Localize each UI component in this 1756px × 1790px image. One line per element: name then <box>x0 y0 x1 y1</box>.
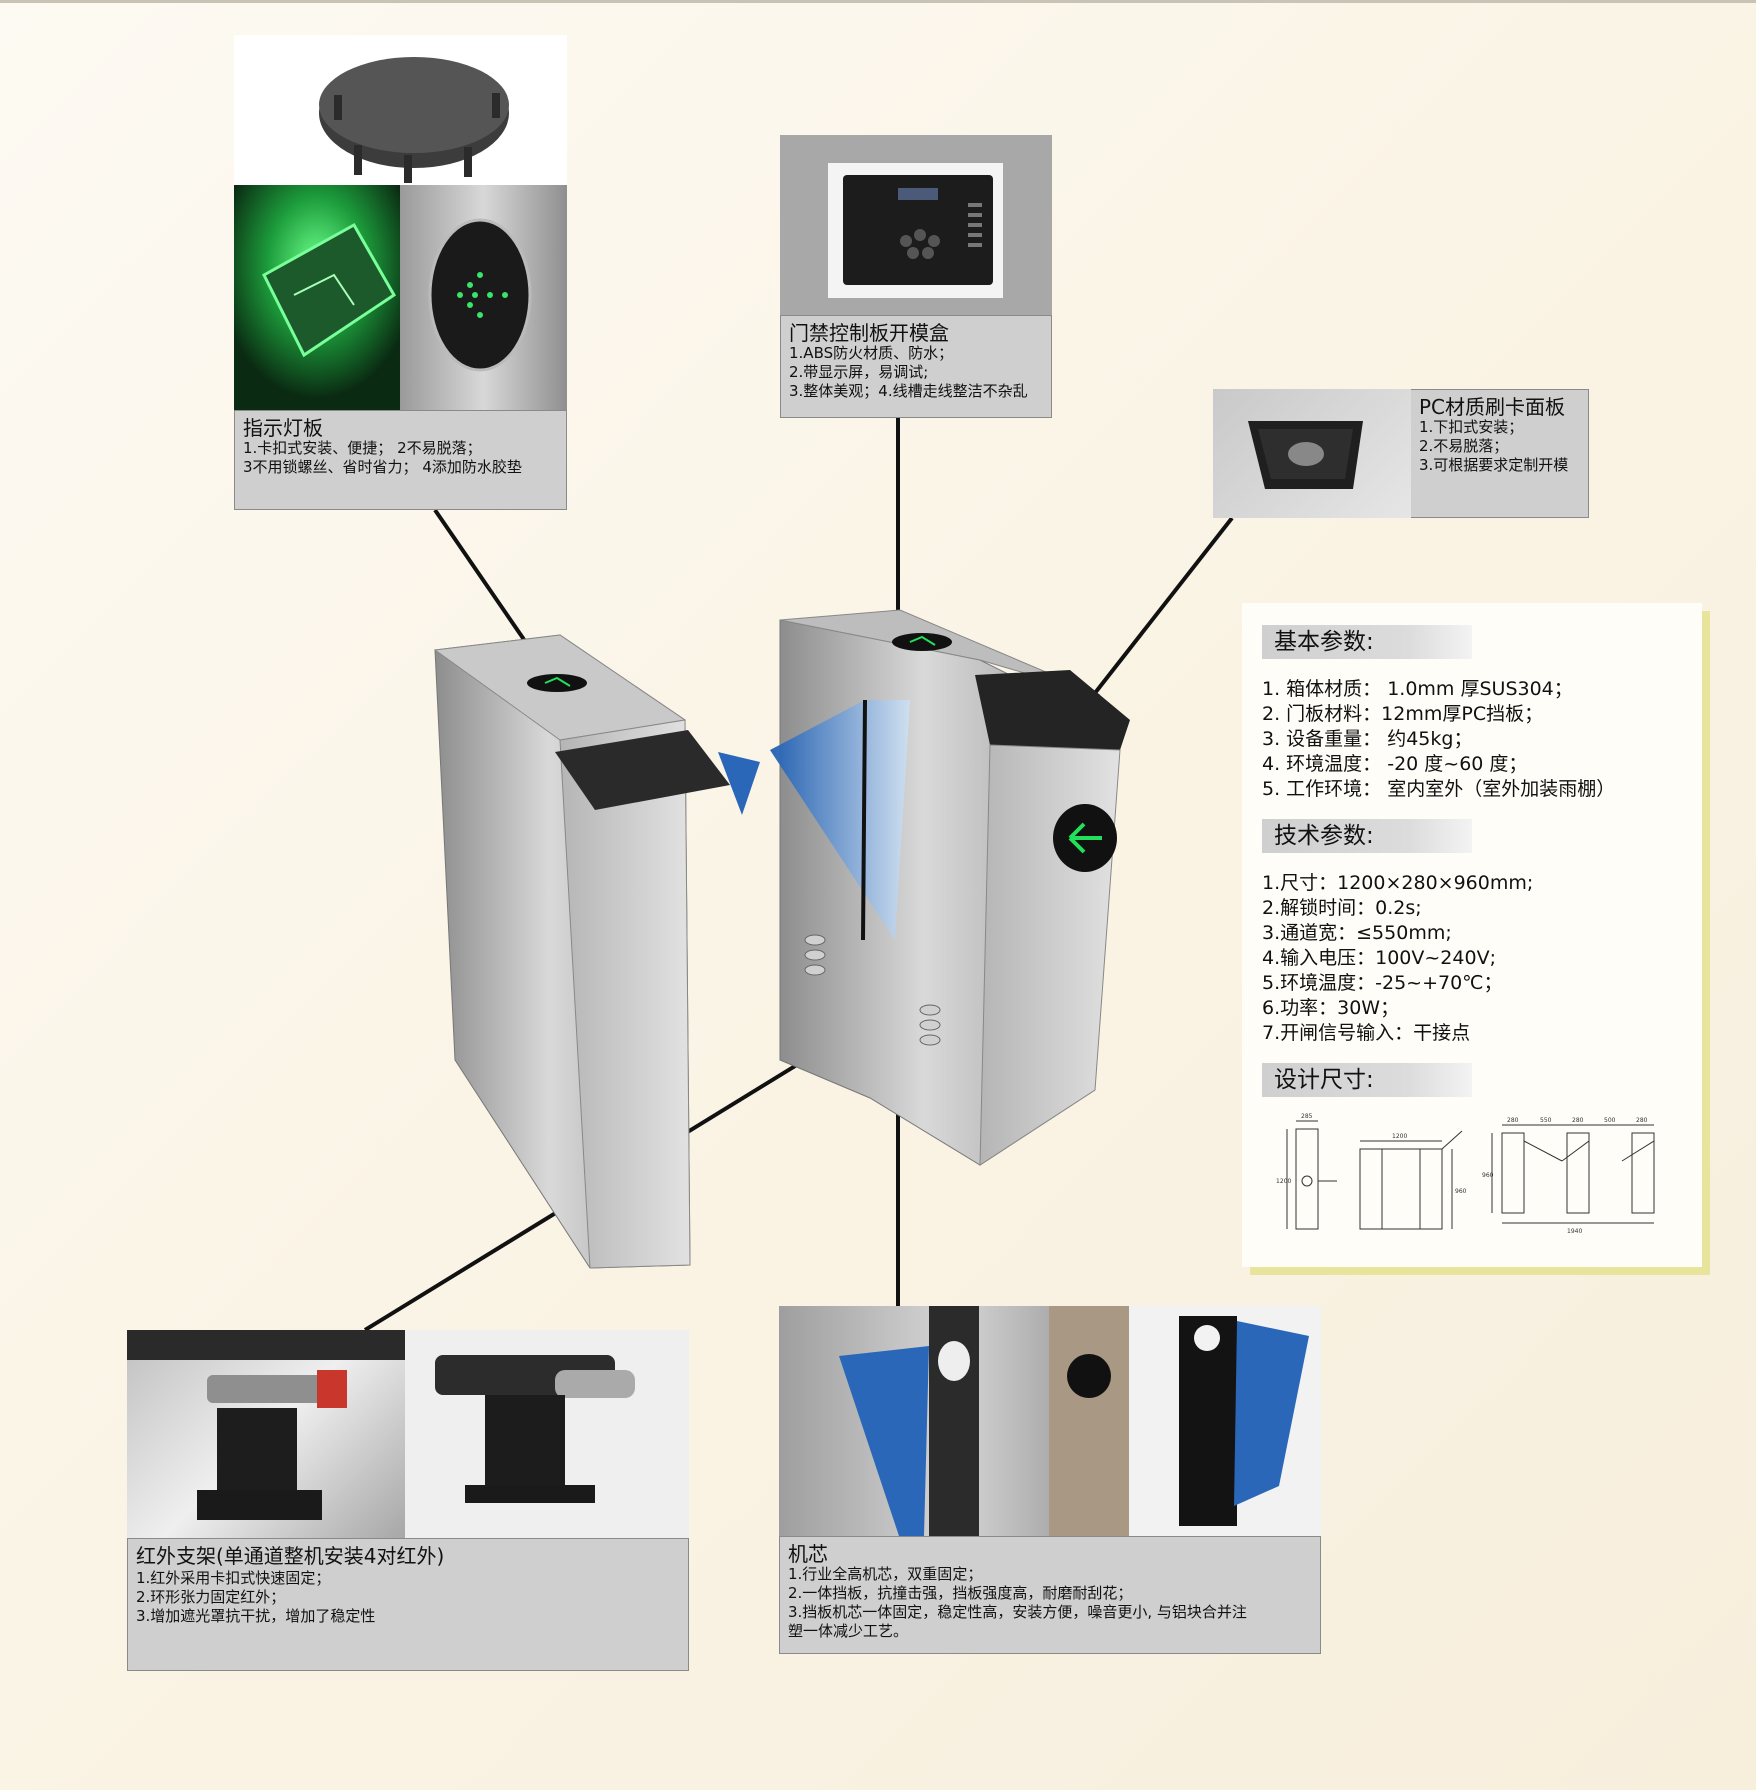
infrared-line: 3.增加遮光罩抗干扰，增加了稳定性 <box>136 1607 376 1625</box>
dimension-drawing: 285 1200 1200 960 280 550 280 500 280 96… <box>1276 1113 1655 1235</box>
control-box-photo <box>780 135 1052 315</box>
card-panel-line: 2.不易脱落； <box>1419 437 1509 455</box>
indicator-pcb-photo <box>234 185 400 410</box>
tech-param-item: 6.功率：30W； <box>1262 997 1400 1019</box>
infrared-sensor-icon <box>127 1330 405 1520</box>
movement-photo-2 <box>1129 1306 1321 1536</box>
dim-label: 500 <box>1604 1117 1616 1124</box>
card-panel-line: 1.下扣式安装； <box>1419 418 1524 436</box>
dim-label: 280 <box>1507 1117 1519 1124</box>
basic-param-item: 5. 工作环境： 室内室外（室外加装雨棚） <box>1262 778 1616 800</box>
control-box-caption: 门禁控制板开模盒 1.ABS防火材质、防水； 2.带显示屏，易调试; 3.整体美… <box>780 315 1052 418</box>
indicator-board-title: 指示灯板 <box>243 416 323 440</box>
indicator-cover-photo <box>234 35 567 185</box>
top-border <box>0 0 1756 3</box>
infrared-line: 1.红外采用卡扣式快速固定； <box>136 1569 331 1587</box>
tech-param-item: 1.尺寸：1200×280×960mm; <box>1262 872 1534 894</box>
indicator-board-line: 1.卡扣式安装、便捷； 2不易脱落； <box>243 439 482 457</box>
control-box-line: 2.带显示屏，易调试; <box>789 363 929 381</box>
infrared-bracket-icon <box>435 1355 635 1503</box>
infrared-caption: 红外支架(单通道整机安装4对红外) 1.红外采用卡扣式快速固定； 2.环形张力固… <box>127 1538 689 1671</box>
dim-label: 1940 <box>1567 1228 1582 1235</box>
card-panel-title: PC材质刷卡面板 <box>1419 395 1566 419</box>
indicator-board-caption: 指示灯板 1.卡扣式安装、便捷； 2不易脱落； 3不用锁螺丝、省时省力； 4添加… <box>234 410 567 510</box>
turnstile-illustration <box>433 609 1130 1269</box>
dim-label: 285 <box>1301 1113 1313 1120</box>
movement-line: 2.一体挡板，抗撞击强，挡板强度高，耐磨耐刮花； <box>788 1584 1133 1602</box>
tech-param-item: 7.开闸信号输入：干接点 <box>1262 1022 1471 1044</box>
card-panel-caption: PC材质刷卡面板 1.下扣式安装； 2.不易脱落； 3.可根据要求定制开模 <box>1411 389 1589 518</box>
movement-title: 机芯 <box>788 1542 828 1566</box>
dim-label: 1200 <box>1392 1133 1407 1140</box>
infrared-title: 红外支架(单通道整机安装4对红外) <box>136 1544 445 1568</box>
tech-param-item: 2.解锁时间：0.2s; <box>1262 897 1422 919</box>
basic-param-item: 4. 环境温度： -20 度~60 度； <box>1262 753 1528 775</box>
tech-param-item: 5.环境温度：-25~+70℃； <box>1262 972 1503 994</box>
infrared-line: 2.环形张力固定红外； <box>136 1588 286 1606</box>
control-box-line: 3.整体美观；4.线槽走线整洁不杂乱 <box>789 382 1028 400</box>
infrared-photo-1 <box>127 1330 405 1538</box>
tech-params-heading: 技术参数: <box>1262 819 1472 853</box>
control-box-title: 门禁控制板开模盒 <box>789 321 949 345</box>
round-indicator-icon <box>428 218 532 372</box>
movement-photo-1 <box>779 1306 1129 1536</box>
card-reader-icon <box>1248 421 1363 489</box>
indicator-cover-icon <box>319 57 509 183</box>
side-arrow-icon <box>1068 822 1102 854</box>
indicator-board-line: 3不用锁螺丝、省时省力； 4添加防水胶垫 <box>243 458 522 476</box>
infrared-photo-2 <box>405 1330 689 1538</box>
dim-label: 960 <box>1455 1188 1467 1195</box>
design-size-heading: 设计尺寸: <box>1262 1063 1472 1097</box>
tech-param-item: 4.输入电压：100V~240V; <box>1262 947 1496 969</box>
basic-param-item: 3. 设备重量： 约45kg； <box>1262 728 1473 750</box>
basic-params-heading: 基本参数: <box>1262 625 1472 659</box>
dim-label: 280 <box>1636 1117 1648 1124</box>
pcb-glow-icon <box>234 185 400 410</box>
movement-mech-icon <box>839 1306 1129 1536</box>
movement-line: 3.挡板机芯一体固定，稳定性高，安装方便，噪音更小, 与铝块合并注 <box>788 1603 1247 1621</box>
control-box-line: 1.ABS防火材质、防水； <box>789 344 954 362</box>
movement-caption: 机芯 1.行业全高机芯，双重固定； 2.一体挡板，抗撞击强，挡板强度高，耐磨耐刮… <box>779 1536 1321 1654</box>
spec-panel: 基本参数: 1. 箱体材质： 1.0mm 厚SUS304； 2. 门板材料：12… <box>1242 603 1702 1267</box>
basic-param-item: 2. 门板材料：12mm厚PC挡板； <box>1262 703 1544 725</box>
dim-label: 960 <box>1482 1172 1494 1179</box>
movement-line: 1.行业全高机芯，双重固定； <box>788 1565 983 1583</box>
dim-label: 280 <box>1572 1117 1584 1124</box>
dim-label: 550 <box>1540 1117 1552 1124</box>
dim-label: 1200 <box>1276 1178 1291 1185</box>
card-panel-line: 3.可根据要求定制开模 <box>1419 456 1569 474</box>
control-box-icon <box>843 175 993 285</box>
movement-line: 塑一体减少工艺。 <box>788 1622 909 1640</box>
card-panel-photo <box>1213 389 1413 518</box>
indicator-mounted-photo <box>400 185 567 410</box>
flap-assembly-icon <box>1179 1316 1309 1526</box>
basic-param-item: 1. 箱体材质： 1.0mm 厚SUS304； <box>1262 678 1573 700</box>
tech-param-item: 3.通道宽：≤550mm; <box>1262 922 1452 944</box>
green-arrow-icon <box>544 676 571 687</box>
